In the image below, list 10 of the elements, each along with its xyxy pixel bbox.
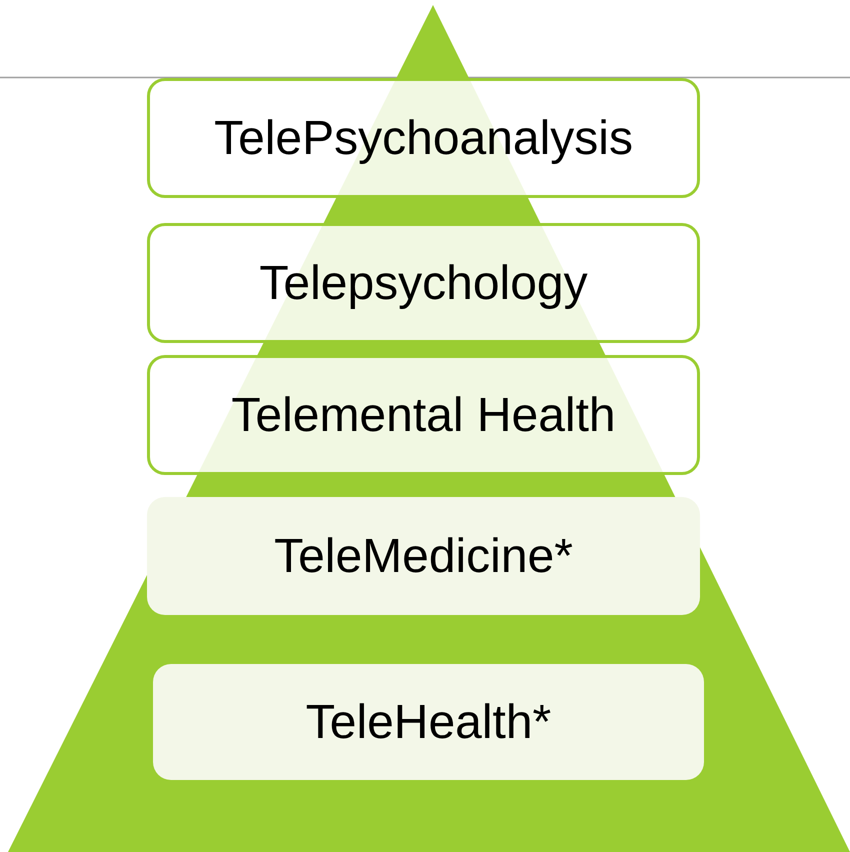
level-label: TeleHealth* (306, 694, 552, 750)
level-box (153, 664, 704, 780)
level-box (147, 355, 700, 475)
level-box (147, 497, 700, 615)
level-box (147, 78, 700, 198)
level-label: TelePsychoanalysis (214, 110, 633, 166)
level-label: TeleMedicine* (274, 528, 573, 584)
level-label: Telemental Health (231, 388, 616, 442)
level-box (147, 223, 700, 343)
level-label: Telepsychology (259, 256, 588, 310)
